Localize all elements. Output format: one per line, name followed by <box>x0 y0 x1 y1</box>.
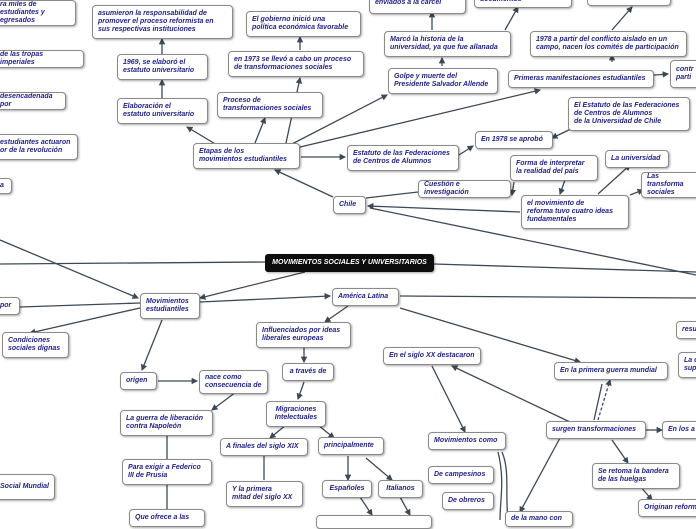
node-primeras-manifestaciones[interactable]: Primeras manifestaciones estudiantiles <box>508 70 654 88</box>
node-chile[interactable]: Chile <box>333 196 366 214</box>
node-desencadenada[interactable]: desencadenada por <box>0 92 66 110</box>
node-resu[interactable]: resu <box>676 321 696 339</box>
node-edge-a[interactable]: a <box>0 178 12 194</box>
node-enviados-carcel[interactable]: enviados a la cárcel <box>369 0 466 14</box>
node-etapas-movimientos[interactable]: Etapas de los movimientos estudiantiles <box>193 143 300 169</box>
node-asumieron[interactable]: asumieron la responsabilidad de promover… <box>92 5 233 39</box>
node-en-1978-aprobo[interactable]: En 1978 se aprobó <box>475 131 553 149</box>
node-migraciones-intelectuales[interactable]: Migraciones Intelectuales <box>266 401 326 427</box>
node-espanoles[interactable]: Españoles <box>322 480 372 498</box>
node-partial-bottom[interactable] <box>316 515 432 529</box>
node-originan-reform[interactable]: Originan reform <box>638 499 696 517</box>
node-documentos[interactable]: documentos <box>474 0 572 8</box>
node-contr-parti[interactable]: contr parti <box>670 60 696 88</box>
node-social-mundial[interactable]: Social Mundial <box>0 474 55 500</box>
node-las-transformaciones[interactable]: Las transforma sociales <box>641 172 696 198</box>
node-de-campesinos[interactable]: De campesinos <box>428 466 494 484</box>
node-en-los-a[interactable]: En los a <box>662 421 696 439</box>
node-que-ofrece[interactable]: Que ofrece a las <box>129 509 205 527</box>
node-estatuto-federaciones-uchile[interactable]: El Estatuto de las Federaciones de Centr… <box>568 97 690 131</box>
node-estudiantes-actuaron[interactable]: estudiantes actuaron or de la revolución <box>0 134 78 160</box>
node-gobierno[interactable]: El gobierno inició una política económic… <box>246 11 361 37</box>
node-finales-siglo-xix[interactable]: A finales del siglo XIX <box>220 438 308 456</box>
node-principalmente[interactable]: principalmente <box>318 437 384 455</box>
node-primera-mitad-xx[interactable]: Y la primera mitad del siglo XX <box>226 481 303 507</box>
node-surgen-transformaciones[interactable]: surgen transformaciones <box>546 421 646 439</box>
node-la-universidad[interactable]: La universidad <box>605 150 669 168</box>
node-movimientos-estudiantiles[interactable]: Movimientos estudiantiles <box>140 293 200 319</box>
node-estatuto-1969[interactable]: 1969, se elaboró el estatuto universitar… <box>117 54 208 80</box>
node-origen[interactable]: origen <box>120 372 157 390</box>
node-de-obreros[interactable]: De obreros <box>442 492 494 510</box>
node-proceso-transformaciones[interactable]: Proceso de transformaciones sociales <box>217 92 323 118</box>
node-retoma-bandera[interactable]: Se retoma la bandera de las huelgas <box>592 463 680 489</box>
node-de-la-mano-con[interactable]: de la mano con <box>505 511 573 527</box>
central-topic-title[interactable]: MOVIMIENTOS SOCIALES Y UNIVERSITARIOS <box>265 254 434 272</box>
node-marco-historia[interactable]: Marcó la historia de la universidad, ya … <box>384 31 511 57</box>
node-estatuto-federaciones[interactable]: Estatuto de las Federaciones de Centros … <box>347 145 459 171</box>
node-el-movimiento-reforma[interactable]: el movimiento de reforma tuvo cuatro ide… <box>521 195 629 229</box>
node-movimientos-como[interactable]: Movimientos como <box>428 432 506 450</box>
node-la-sup[interactable]: La c sup <box>678 352 696 378</box>
node-federico-prusia[interactable]: Para exigir a Federico III de Prusia <box>122 459 212 485</box>
node-en-1973[interactable]: en 1973 se llevó a cabo un proceso de tr… <box>228 51 364 77</box>
node-primera-guerra-mundial[interactable]: En la primera guerra mundial <box>554 362 668 380</box>
node-guerra-liberacion[interactable]: La guerra de liberación contra Napoleón <box>120 410 213 436</box>
node-miles-estudiantes[interactable]: ra miles de estudiantes y egresados <box>0 0 76 26</box>
node-italianos[interactable]: Italianos <box>378 480 423 498</box>
node-golpe-allende[interactable]: Golpe y muerte del Presidente Salvador A… <box>388 68 498 94</box>
node-cuestion-investigacion[interactable]: Cuestión e investigación <box>418 180 511 198</box>
node-nace-como[interactable]: nace como consecuencia de <box>199 370 268 394</box>
node-elaboracion-estatuto[interactable]: Elaboración el estatuto universitario <box>117 98 208 124</box>
node-forma-interpretar[interactable]: Forma de interpretar la realidad del paí… <box>510 155 598 181</box>
node-influenciados-ideas[interactable]: Influenciados por ideas liberales europe… <box>256 322 351 348</box>
node-tropas-imperiales[interactable]: de las tropas imperiales <box>0 50 84 68</box>
node-america-latina[interactable]: América Latina <box>332 288 399 306</box>
node-partir-1978[interactable]: 1978 a partir del conflicto aislado en u… <box>530 31 687 57</box>
node-por[interactable]: por <box>0 297 20 315</box>
node-condiciones-sociales[interactable]: Condiciones sociales dignas <box>2 332 69 358</box>
node-siglo-xx-destacaron[interactable]: En el siglo XX destacaron <box>383 347 481 365</box>
node-a-traves-de[interactable]: a través de <box>282 363 334 381</box>
node-partial-top[interactable] <box>587 0 671 6</box>
